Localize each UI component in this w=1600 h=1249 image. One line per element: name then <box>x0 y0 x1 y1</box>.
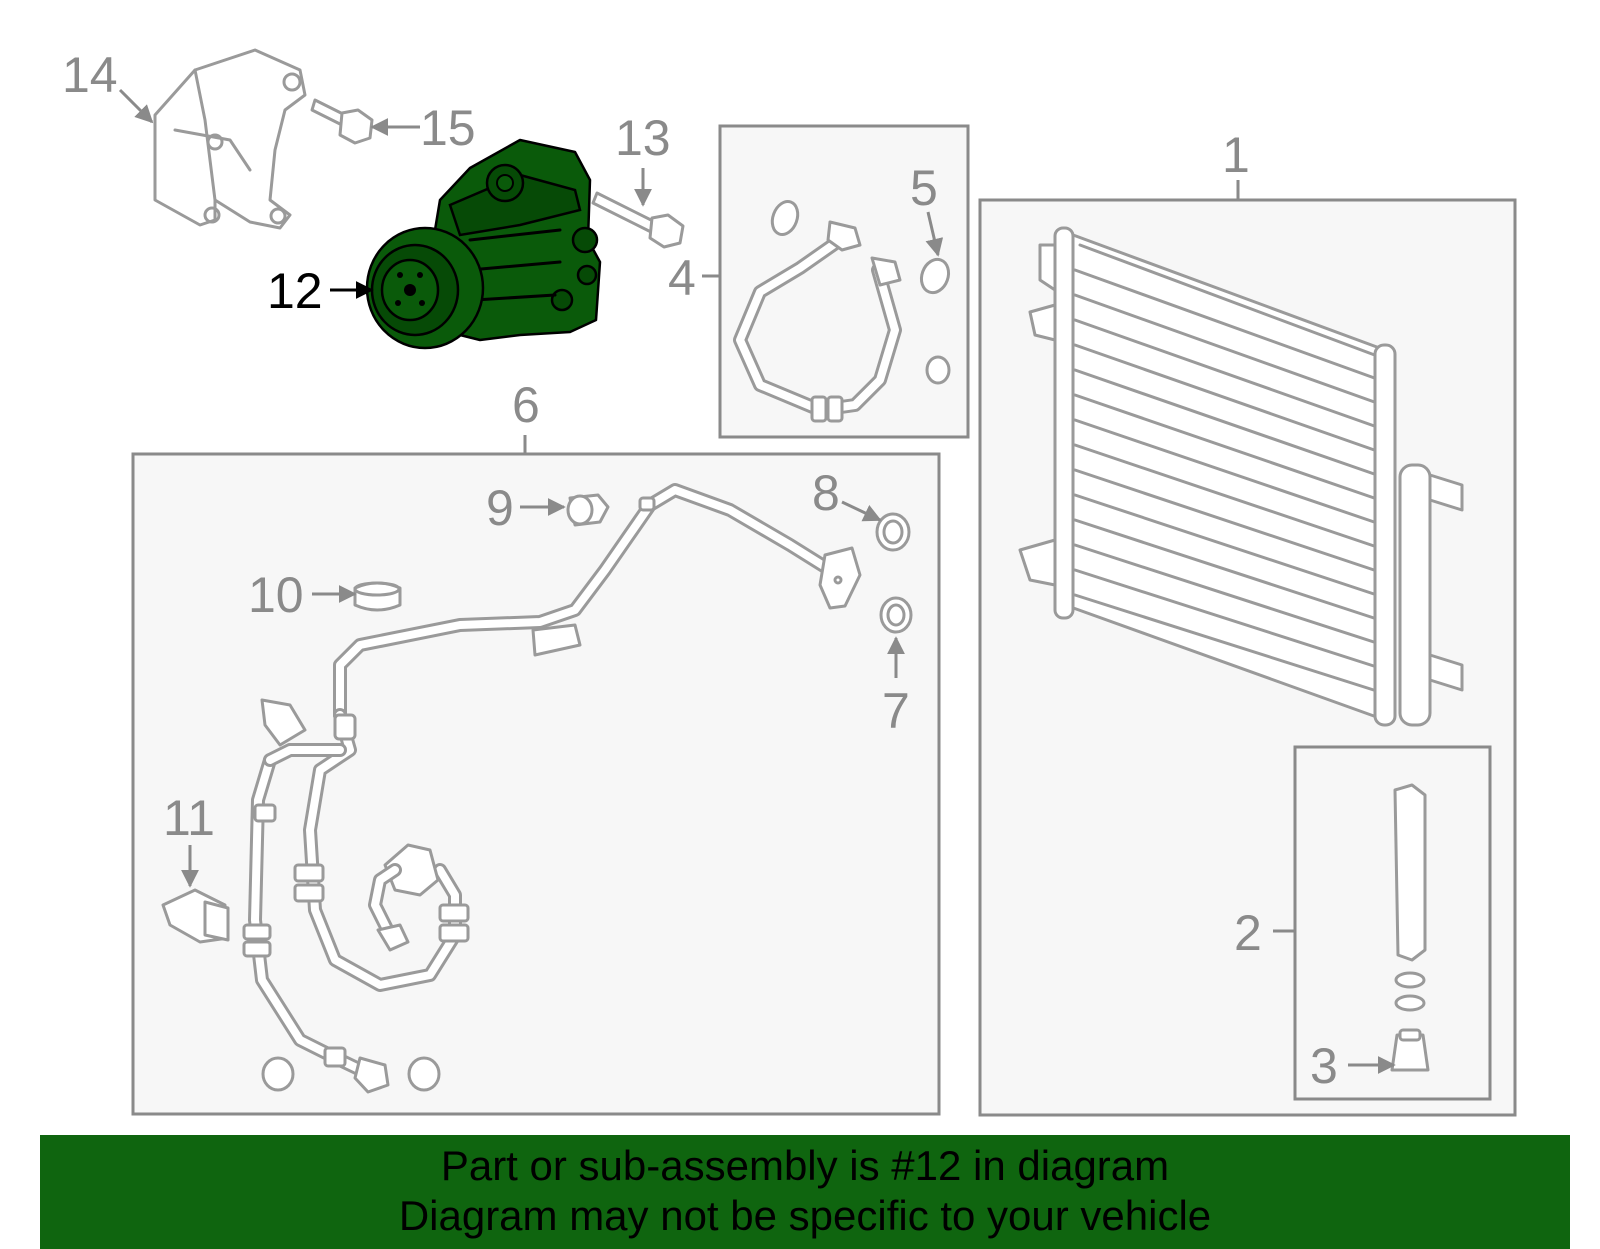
valve-seal <box>353 581 402 612</box>
discharge-hose <box>733 200 951 423</box>
callout-9: 9 <box>486 480 514 536</box>
callout-15: 15 <box>420 100 476 156</box>
banner-line-1: Part or sub-assembly is #12 in diagram <box>440 1142 1170 1189</box>
callout-10: 10 <box>248 567 304 623</box>
service-cap <box>566 493 610 527</box>
callout-14: 14 <box>62 47 118 103</box>
condenser <box>1018 226 1464 727</box>
arrow-5 <box>925 211 944 257</box>
callout-1: 1 <box>1222 127 1250 183</box>
callout-2: 2 <box>1234 905 1262 961</box>
callout-8: 8 <box>812 465 840 521</box>
o-ring-8 <box>875 512 911 552</box>
pressure-switch <box>161 888 230 944</box>
info-banner: Part or sub-assembly is #12 in diagram D… <box>40 1135 1570 1249</box>
callout-4: 4 <box>668 250 696 306</box>
arrow-8 <box>841 500 882 522</box>
box-drier-assembly <box>1293 745 1492 1101</box>
ac-compressor-highlighted <box>365 138 602 350</box>
callout-7: 7 <box>882 683 910 739</box>
bracket-bolt <box>310 98 374 145</box>
suction-line <box>242 483 862 1094</box>
o-ring-7 <box>879 596 913 634</box>
receiver-drier <box>1390 783 1430 1072</box>
callout-6: 6 <box>512 377 540 433</box>
callout-5: 5 <box>910 160 938 216</box>
callout-3: 3 <box>1310 1038 1338 1094</box>
mounting-bracket <box>153 48 307 230</box>
callout-13: 13 <box>615 110 671 166</box>
banner-line-2: Diagram may not be specific to your vehi… <box>398 1192 1212 1239</box>
compressor-bolt <box>591 191 685 249</box>
box-line-assembly <box>131 452 941 1116</box>
arrow-14 <box>118 88 154 124</box>
callout-11: 11 <box>163 790 215 846</box>
callout-12: 12 <box>267 263 323 319</box>
